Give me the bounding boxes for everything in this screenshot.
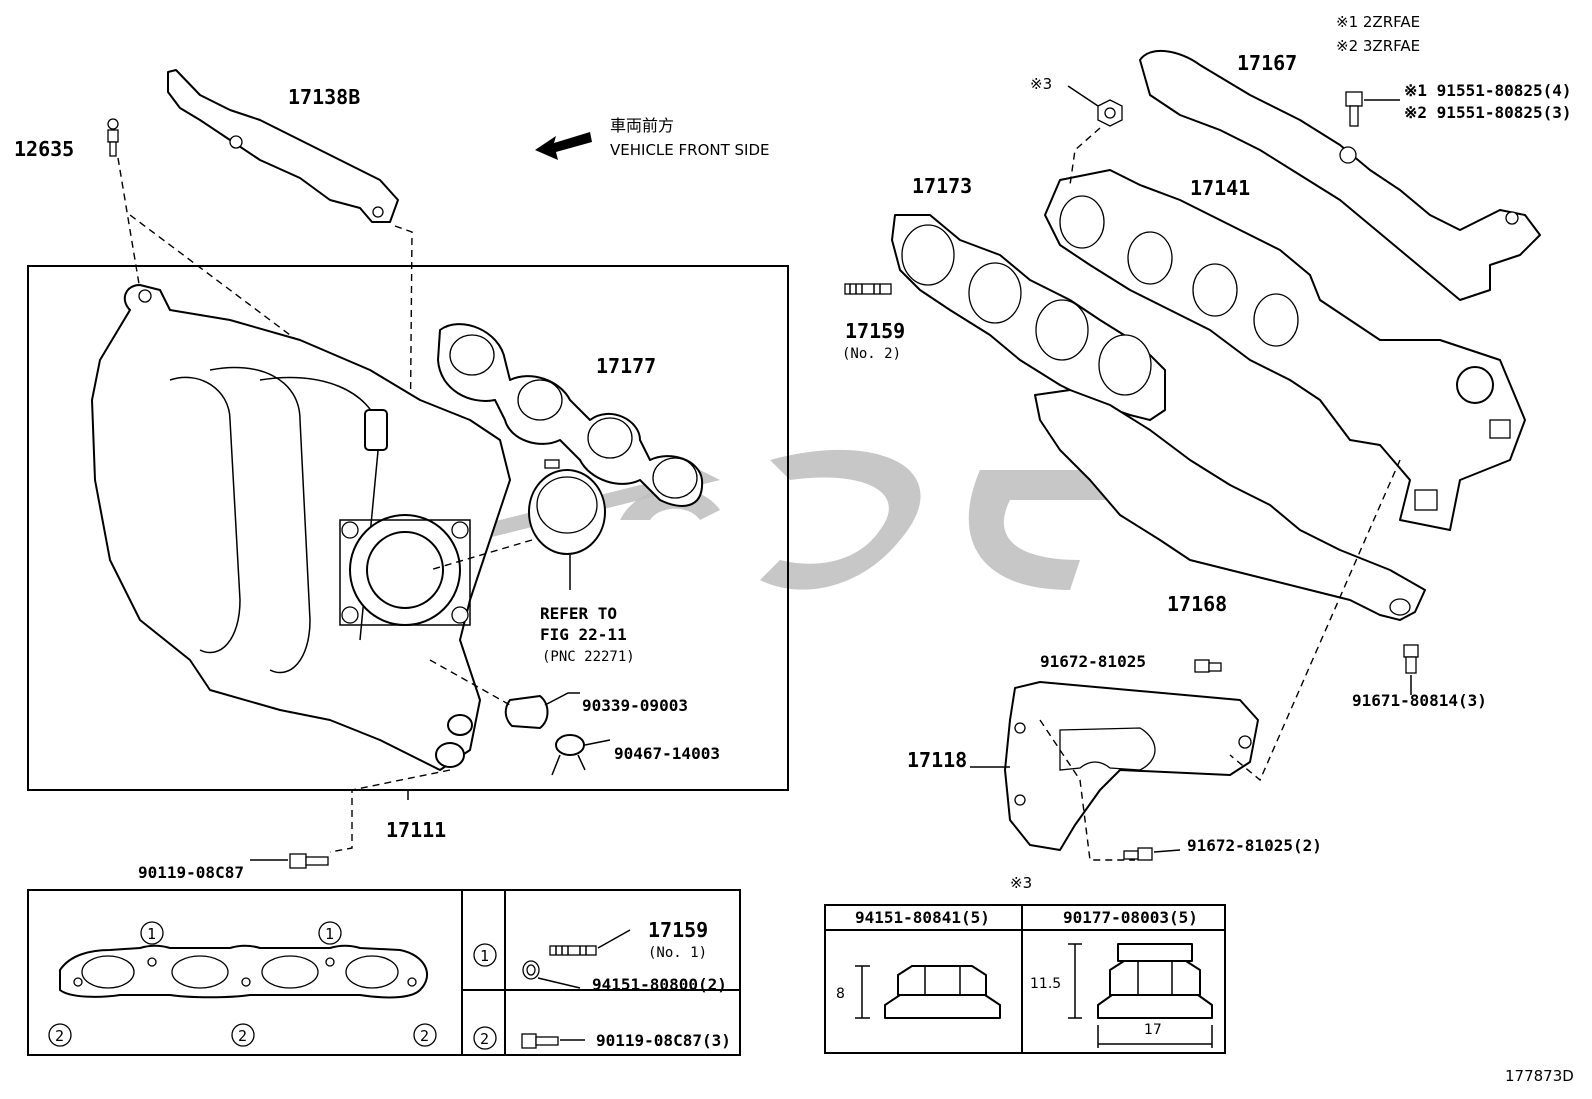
stud-17159-no2-icon (844, 283, 892, 295)
svg-text:2: 2 (420, 1027, 429, 1045)
svg-text:2: 2 (238, 1027, 247, 1045)
manifold-stay-17118-icon (1004, 681, 1259, 851)
label-17159-no2: 17159 (845, 319, 905, 343)
label-17159-no1: 17159 (648, 918, 708, 942)
label-17159-no1-sub: (No. 1) (648, 945, 707, 961)
gasket-detail-box (27, 889, 741, 1056)
gasket-17173-icon (891, 214, 1166, 421)
label-refer-fig: FIG 22-11 (540, 625, 627, 644)
flange-nut-90177-icon (1097, 943, 1213, 1019)
label-91671: 91671-80814(3) (1352, 691, 1487, 710)
flange-nut-94151-icon (884, 965, 1001, 1019)
svg-text:1: 1 (147, 925, 156, 943)
heat-insulator-17168-icon (1034, 389, 1426, 621)
intake-manifold-17111-icon (91, 284, 511, 771)
label-17141: 17141 (1190, 176, 1250, 200)
bracket-17138b-icon (167, 69, 399, 223)
label-17173: 17173 (912, 174, 972, 198)
svg-text:1: 1 (325, 925, 334, 943)
stud-17159-no1-icon (549, 945, 597, 956)
clip-90467-icon (551, 734, 586, 776)
legend-mark-2: 2 (473, 1026, 497, 1050)
label-17177: 17177 (596, 354, 656, 378)
stud-12635-icon (107, 118, 119, 157)
circle-mark-2a: 2 (48, 1023, 72, 1047)
label-17138b: 17138B (288, 85, 360, 109)
label-front-jp: 車両前方 (610, 116, 674, 135)
nut-table-box (824, 904, 1226, 1054)
label-90119a: 90119-08C87 (138, 863, 244, 882)
gasket-detail-icon (59, 944, 429, 999)
label-90339: 90339-09003 (582, 696, 688, 715)
circle-mark-1b: 1 (318, 921, 342, 945)
bolt-90119-legend-icon (521, 1033, 559, 1049)
label-94151-80800: 94151-80800(2) (592, 975, 727, 994)
label-91551-2: ※2 91551-80825(3) (1404, 103, 1572, 122)
label-90467: 90467-14003 (614, 744, 720, 763)
dim-height-11-5: 11.5 (1030, 976, 1061, 992)
bolt-91672-upper-icon (1194, 659, 1222, 673)
nut-94151-icon (522, 960, 540, 980)
label-17167: 17167 (1237, 51, 1297, 75)
label-mark3-nut: ※3 (1030, 75, 1052, 93)
bolt-91551-icon (1345, 91, 1363, 127)
dim-height-8: 8 (836, 986, 845, 1002)
label-90119b: 90119-08C87(3) (596, 1031, 731, 1050)
label-91672-lower: 91672-81025(2) (1187, 836, 1322, 855)
plug-90339-icon (504, 695, 549, 729)
label-engine-note-1: ※1 2ZRFAE (1336, 13, 1420, 31)
bolt-91671-icon (1403, 644, 1419, 674)
throttle-gasket-icon (528, 459, 606, 555)
gasket-17177-icon (437, 323, 704, 507)
label-91551-1: ※1 91551-80825(4) (1404, 81, 1572, 100)
bolt-90119-icon (289, 853, 329, 869)
exhaust-manifold-17141-icon (1044, 169, 1526, 531)
svg-text:2: 2 (55, 1027, 64, 1045)
label-mark3-table: ※3 (1010, 874, 1032, 892)
label-17111: 17111 (386, 818, 446, 842)
bolt-91672-lower-icon (1123, 847, 1153, 861)
table-header-90177: 90177-08003(5) (1063, 908, 1198, 927)
label-17168: 17168 (1167, 592, 1227, 616)
label-17159-no2-sub: (No. 2) (842, 346, 901, 362)
label-91672-upper: 91672-81025 (1040, 652, 1146, 671)
table-header-94151: 94151-80841(5) (855, 908, 990, 927)
label-12635: 12635 (14, 137, 74, 161)
figure-id: 177873D (1505, 1067, 1574, 1085)
label-refer-to: REFER TO (540, 604, 617, 623)
label-front-en: VEHICLE FRONT SIDE (610, 141, 770, 159)
circle-mark-2b: 2 (231, 1023, 255, 1047)
vehicle-front-arrow-icon (535, 132, 592, 160)
label-17118: 17118 (907, 748, 967, 772)
svg-text:2: 2 (480, 1030, 489, 1048)
dim-width-17: 17 (1144, 1022, 1162, 1038)
heat-insulator-17167-icon (1139, 49, 1541, 301)
label-refer-pnc: (PNC 22271) (542, 649, 635, 665)
svg-text:1: 1 (480, 947, 489, 965)
nut-mark3-icon (1097, 99, 1123, 127)
circle-mark-1a: 1 (140, 921, 164, 945)
circle-mark-2c: 2 (413, 1023, 437, 1047)
label-engine-note-2: ※2 3ZRFAE (1336, 37, 1420, 55)
legend-mark-1: 1 (473, 943, 497, 967)
